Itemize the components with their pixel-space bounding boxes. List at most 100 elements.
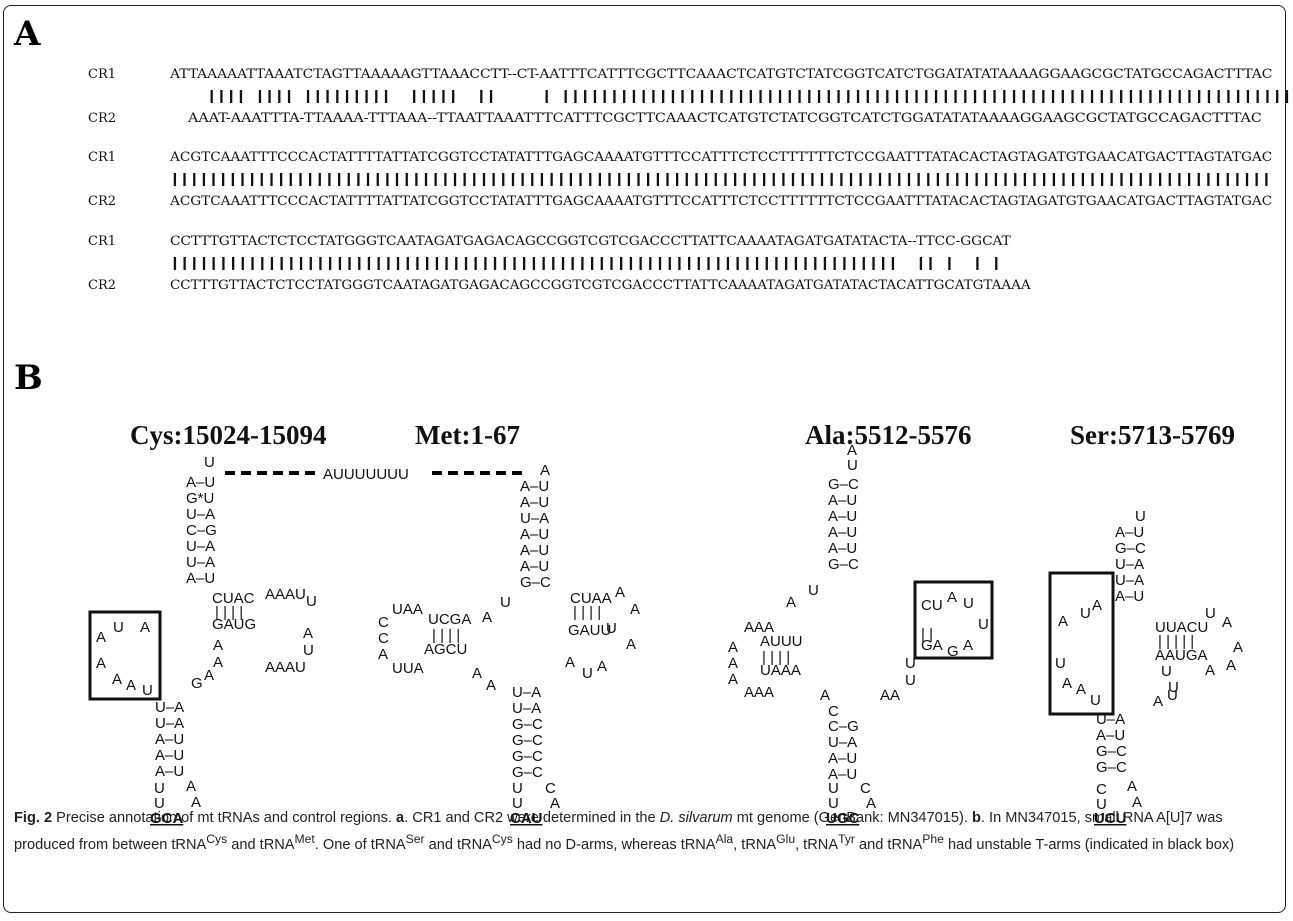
svg-text:AUUU: AUUU [760,633,803,650]
svg-text:G–C: G–C [828,556,859,573]
caption-text: . In MN347015, small RNA A[U]7 was produ… [14,810,1223,853]
svg-text:GAUG: GAUG [212,616,256,633]
caption-text: . CR1 and CR2 were determined in the [404,810,660,826]
svg-text:C: C [860,780,871,797]
figure-frame [3,5,1286,913]
svg-text:A: A [597,658,607,675]
svg-text:U: U [808,582,819,599]
svg-text:A: A [728,671,738,688]
svg-text:C: C [378,614,389,631]
anticodon-cys: GCA [150,810,184,827]
svg-text:CU: CU [921,597,943,614]
svg-text:A–U: A–U [1096,727,1125,744]
trna-title-cys: Cys:15024-15094 [130,420,327,450]
svg-text:U: U [828,780,839,797]
caption-text: and tRNA [424,836,492,853]
svg-text:A–U: A–U [828,508,857,525]
svg-text:G–C: G–C [1096,743,1127,760]
svg-text:U–A: U–A [520,510,549,527]
cr1-sequence: ATTAAAAATTAAATCTAGTTAAAAAGTTAAACCTT--CT-… [170,67,1273,82]
svg-text:A–U: A–U [1115,524,1144,541]
caption-sup: Cys [206,832,228,846]
svg-text:C: C [545,780,556,797]
caption-title: Precise annotation of mt tRNAs and contr… [52,810,397,826]
svg-text:C: C [1096,781,1107,798]
svg-text:CUAC: CUAC [212,590,255,607]
svg-text:A–U: A–U [520,478,549,495]
svg-text:U–A: U–A [512,684,541,701]
svg-text:G–C: G–C [828,476,859,493]
svg-text:U: U [847,457,858,474]
svg-text:A: A [1092,597,1102,614]
svg-text:G–C: G–C [512,732,543,749]
svg-text:U–A: U–A [1115,572,1144,589]
svg-text:U: U [154,780,165,797]
svg-text:U: U [1205,605,1216,622]
caption-text: had unstable T-arms (indicated in black … [943,836,1235,853]
svg-text:A–U: A–U [186,474,215,491]
svg-text:U: U [512,780,523,797]
svg-text:U: U [306,593,317,610]
svg-text:U: U [606,620,617,637]
svg-text:A: A [728,655,738,672]
caption-text: , tRNA [795,836,839,853]
svg-text:A: A [728,639,738,656]
caption-text: and tRNA [854,836,923,853]
svg-text:UCGA: UCGA [428,611,471,628]
svg-text:U: U [978,616,989,633]
svg-text:G: G [947,643,959,660]
svg-text:| | | |: | | | | [573,604,601,621]
svg-text:A: A [112,671,122,688]
svg-text:A: A [213,654,223,671]
svg-text:G–C: G–C [520,574,551,591]
svg-text:A: A [820,687,830,704]
caption-text: , tRNA [733,836,777,853]
svg-text:| |: | | [921,626,933,643]
svg-text:UUACU: UUACU [1155,619,1208,636]
svg-text:U: U [500,594,511,611]
caption-text: and tRNA [227,836,295,853]
svg-text:| | | |: | | | | [432,627,460,644]
svg-text:A–U: A–U [520,558,549,575]
svg-text:A: A [486,677,496,694]
svg-text:| | | |: | | | | [762,649,790,666]
cr2-sequence: ACGTCAAATTTCCCACTATTTTATTATCGGTCCTATATTT… [170,194,1273,209]
svg-text:A: A [540,462,550,479]
caption-text: mt genome (GenBank: MN347015). [732,810,972,826]
svg-text:A: A [482,609,492,626]
svg-text:G–C: G–C [512,764,543,781]
svg-text:GA: GA [921,637,943,654]
cr2-sequence: AAAT-AAATTTA-TTAAAA-TTTAAA--TTAATTAAATTT… [170,111,1262,126]
svg-text:A: A [472,665,482,682]
cr1-label: CR1 [88,67,117,82]
caption-sup: Phe [922,832,944,846]
svg-text:U–A: U–A [828,734,857,751]
svg-text:A–U: A–U [828,492,857,509]
svg-text:U: U [963,595,974,612]
svg-text:U: U [1168,679,1179,696]
panel-label-b: B [14,358,43,398]
svg-text:GAUU: GAUU [568,622,611,639]
svg-text:U: U [204,454,215,471]
caption-text: had no D-arms, whereas tRNA [512,836,716,853]
svg-text:A: A [1127,778,1137,795]
d-arm-box [88,610,162,701]
svg-text:G–C: G–C [512,716,543,733]
svg-text:U: U [905,655,916,672]
svg-text:U–A: U–A [186,506,215,523]
svg-text:G: G [191,675,203,692]
svg-text:U: U [154,795,165,812]
svg-text:| | | | |: | | | | | [1158,633,1194,650]
svg-text:G–C: G–C [1115,540,1146,557]
caption-sup: Ala [715,832,734,846]
svg-text:U: U [1167,687,1178,704]
svg-text:A–U: A–U [186,570,215,587]
trna-title-ala: Ala:5512-5576 [805,420,972,450]
svg-text:U–A: U–A [186,554,215,571]
caption-sup: Ser [405,832,425,846]
svg-text:A: A [140,619,150,636]
svg-text:A: A [1062,675,1072,692]
